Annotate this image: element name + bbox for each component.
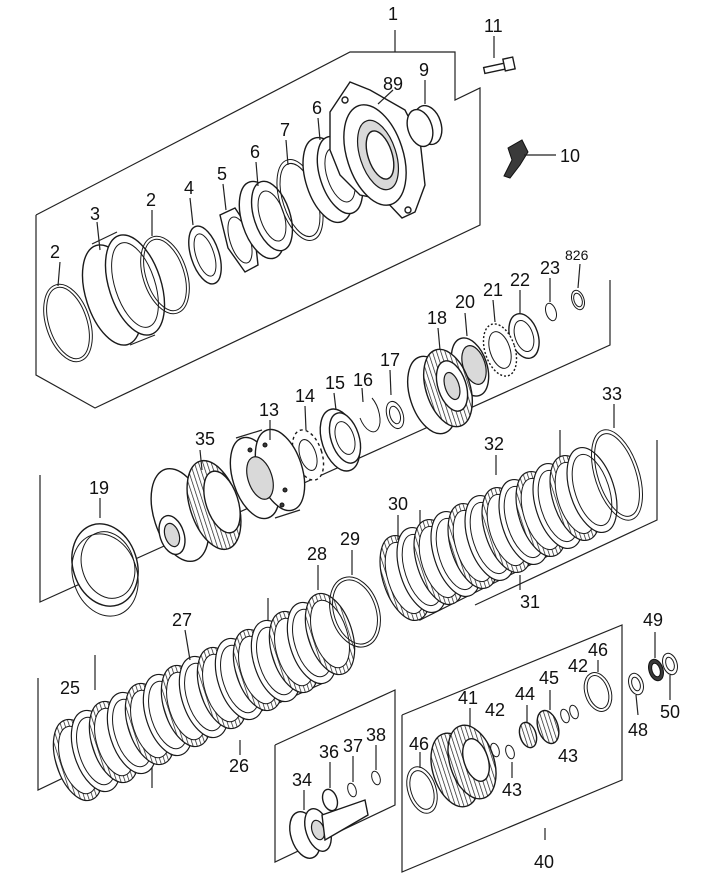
callout-3: 3 bbox=[90, 204, 100, 224]
part-35-planet-carrier bbox=[150, 449, 242, 563]
clutch-plate-bore bbox=[310, 599, 350, 669]
part-23-ring bbox=[544, 278, 558, 322]
part-4-retainer bbox=[188, 197, 222, 285]
part-50-washer bbox=[662, 652, 678, 700]
callout-30: 30 bbox=[388, 494, 408, 514]
callout-48: 48 bbox=[628, 720, 648, 740]
callout-826: 826 bbox=[565, 247, 589, 263]
callout-42-upper: 42 bbox=[568, 656, 588, 676]
callout-25: 25 bbox=[60, 678, 80, 698]
part-43-ring-a bbox=[505, 744, 515, 778]
callout-14: 14 bbox=[295, 386, 315, 406]
part-22-washer bbox=[508, 290, 540, 359]
callout-7: 7 bbox=[280, 120, 290, 140]
callout-41: 41 bbox=[458, 688, 478, 708]
callout-26: 26 bbox=[229, 756, 249, 776]
part-33-snap-ring bbox=[591, 404, 643, 521]
callout-10: 10 bbox=[560, 146, 580, 166]
part-37-ring bbox=[347, 756, 357, 798]
callout-50: 50 bbox=[660, 702, 680, 722]
callout-16: 16 bbox=[353, 370, 373, 390]
callout-46-upper: 46 bbox=[588, 640, 608, 660]
part-30-31-32-clutch-pack bbox=[379, 447, 618, 621]
part-48-washer bbox=[628, 672, 644, 716]
callout-17: 17 bbox=[380, 350, 400, 370]
callout-11: 11 bbox=[484, 16, 503, 36]
callout-37: 37 bbox=[343, 736, 363, 756]
callout-35: 35 bbox=[195, 429, 215, 449]
part-10-bracket bbox=[503, 139, 556, 179]
part-46-washer-upper bbox=[583, 660, 613, 712]
group-1-outline bbox=[35, 30, 481, 409]
part-2-snap-ring-right bbox=[140, 210, 190, 315]
callout-9: 9 bbox=[419, 60, 429, 80]
part-18-sun-gear bbox=[406, 327, 474, 435]
callout-21: 21 bbox=[483, 280, 503, 300]
part-46-washer-lower bbox=[406, 752, 438, 814]
callout-13: 13 bbox=[259, 400, 279, 420]
part-43-ring-b bbox=[569, 704, 579, 720]
part-36-bushing bbox=[321, 762, 339, 812]
part-11-bolt bbox=[482, 36, 516, 75]
part-21-needle-bearing bbox=[482, 299, 518, 377]
part-49-ring bbox=[648, 632, 664, 682]
callout-2-left: 2 bbox=[50, 242, 60, 262]
callout-19: 19 bbox=[89, 478, 109, 498]
callout-15: 15 bbox=[325, 373, 345, 393]
callout-31: 31 bbox=[520, 592, 540, 612]
part-13-hub bbox=[229, 420, 306, 520]
callout-1: 1 bbox=[388, 4, 398, 24]
part-16-snap-ring bbox=[359, 387, 381, 433]
callout-20: 20 bbox=[455, 292, 475, 312]
part-42-ring-b bbox=[560, 708, 570, 724]
part-38-ring bbox=[371, 745, 381, 786]
part-25-26-27-28-clutch-pack bbox=[52, 592, 356, 802]
clutch-plate-bore bbox=[571, 453, 613, 527]
part-42-ring-a bbox=[490, 742, 500, 758]
callout-46-lower: 46 bbox=[409, 734, 429, 754]
part-2-snap-ring-left bbox=[43, 261, 93, 363]
callout-44: 44 bbox=[515, 684, 535, 704]
callout-29: 29 bbox=[340, 529, 360, 549]
callout-33: 33 bbox=[602, 384, 622, 404]
callout-18: 18 bbox=[427, 308, 447, 328]
callout-28: 28 bbox=[307, 544, 327, 564]
part-9-bushing bbox=[406, 80, 443, 148]
callout-49: 49 bbox=[643, 610, 663, 630]
part-89-housing bbox=[329, 81, 426, 219]
part-44-needle-bearing bbox=[518, 705, 538, 749]
callout-32: 32 bbox=[484, 434, 504, 454]
callout-27: 27 bbox=[172, 610, 192, 630]
callout-89: 89 bbox=[383, 74, 403, 94]
part-826-ring bbox=[571, 263, 585, 311]
part-29-snap-ring bbox=[329, 550, 381, 648]
callout-2-right: 2 bbox=[146, 190, 156, 210]
part-19-brake-band bbox=[71, 498, 139, 617]
group-40-outline bbox=[401, 624, 623, 873]
part-45-pinion bbox=[536, 690, 560, 745]
part-3-band bbox=[81, 221, 166, 346]
group-34-outline bbox=[274, 689, 396, 863]
callout-6-front: 6 bbox=[250, 142, 260, 162]
part-15-retainer-plate bbox=[319, 392, 362, 472]
callout-23: 23 bbox=[540, 258, 560, 278]
callout-43-lower: 43 bbox=[502, 780, 522, 800]
callout-42-lower: 42 bbox=[485, 700, 505, 720]
callout-6-rear: 6 bbox=[312, 98, 322, 118]
callout-5: 5 bbox=[217, 164, 227, 184]
callout-40: 40 bbox=[534, 852, 554, 872]
callout-4: 4 bbox=[184, 178, 194, 198]
group-midupper-outline bbox=[39, 280, 611, 603]
callout-43-upper: 43 bbox=[558, 746, 578, 766]
part-17-washer bbox=[385, 369, 405, 430]
part-41-gear bbox=[430, 708, 497, 808]
callout-45: 45 bbox=[539, 668, 559, 688]
callout-36: 36 bbox=[319, 742, 339, 762]
callout-38: 38 bbox=[366, 725, 386, 745]
callout-22: 22 bbox=[510, 270, 530, 290]
callout-34: 34 bbox=[292, 770, 312, 790]
part-34-output-shaft bbox=[289, 790, 369, 859]
